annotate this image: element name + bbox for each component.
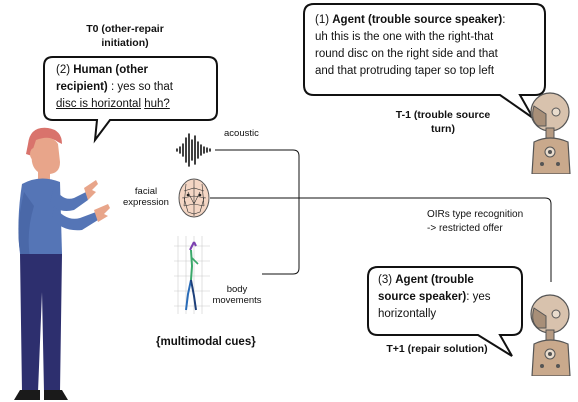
t0-label: T0 (other-repair initiation) xyxy=(86,23,164,49)
facial-expression-label: facial expression xyxy=(123,186,169,208)
recognition-note: OIRs type recognition -> restricted offe… xyxy=(427,209,524,234)
body-movements-label: body movements xyxy=(212,284,262,306)
human-figure-icon xyxy=(14,127,110,400)
t-plus-1-label: T+1 (repair solution) xyxy=(386,343,488,355)
acoustic-waveform-icon xyxy=(176,133,211,167)
face-mesh-icon xyxy=(178,178,210,218)
human-bubble-text: (2) Human (other recipient) : yes so tha… xyxy=(56,64,173,110)
body-movement-skeleton-icon xyxy=(174,236,210,314)
robot-agent-icon-1 xyxy=(530,92,571,174)
acoustic-label: acoustic xyxy=(224,128,259,139)
robot-agent-icon-2 xyxy=(530,294,571,376)
recognition-arrow-line xyxy=(210,197,552,282)
agent-bubble-3-text: (3) Agent (trouble source speaker): yes … xyxy=(378,274,491,320)
agent-bubble-1-text: (1) Agent (trouble source speaker): uh t… xyxy=(315,14,506,77)
multimodal-cues-title: {multimodal cues} xyxy=(156,336,256,348)
t-minus-1-label: T-1 (trouble source turn) xyxy=(395,109,491,135)
cue-bracket-line xyxy=(215,149,300,275)
